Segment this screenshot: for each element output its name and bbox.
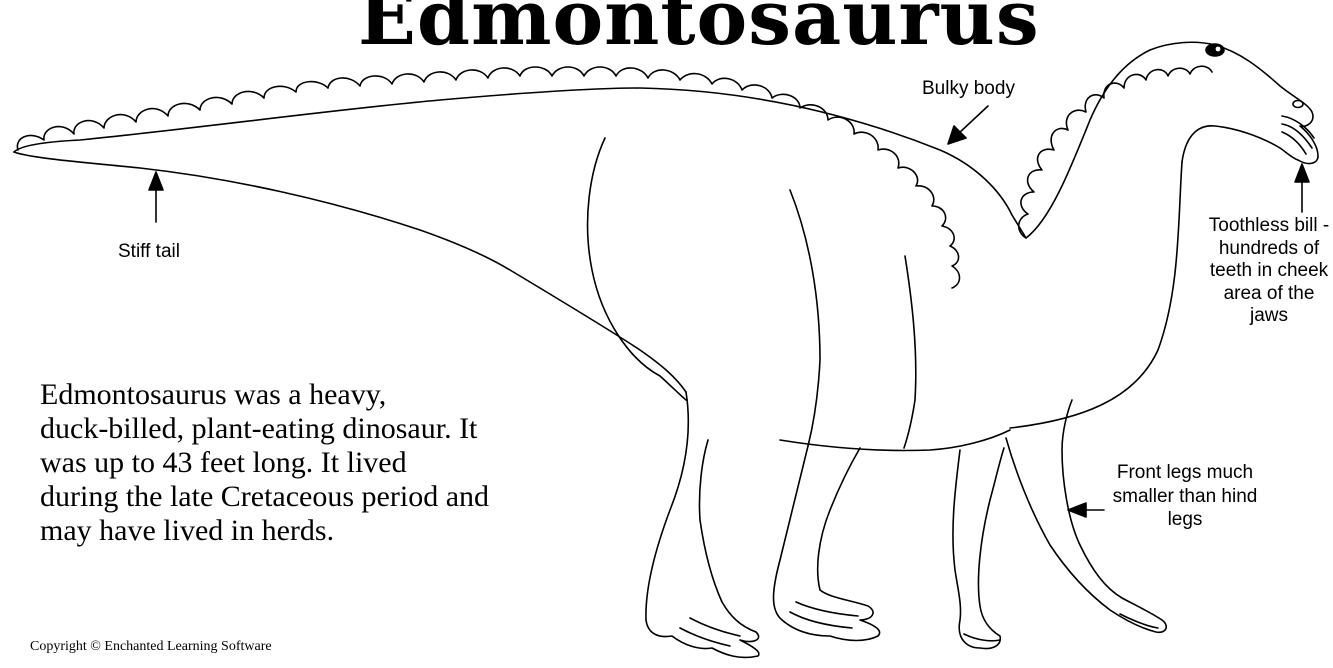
arrow-bill xyxy=(1295,164,1309,212)
head-outline xyxy=(1182,45,1318,163)
label-stiff-tail: Stiff tail xyxy=(118,240,180,263)
thigh-back xyxy=(790,190,820,446)
belly-line xyxy=(780,430,1010,451)
toe-line xyxy=(796,602,858,616)
toe-line xyxy=(964,634,1000,641)
copyright-notice: Copyright © Enchanted Learning Software xyxy=(30,638,272,656)
chest-line xyxy=(1010,162,1182,428)
nostril xyxy=(1293,101,1303,108)
body-outline-top xyxy=(14,42,1215,238)
label-toothless-bill: Toothless bill - hundreds of teeth in ch… xyxy=(1206,215,1332,328)
label-bulky-body: Bulky body xyxy=(922,77,1015,100)
arrow-legs xyxy=(1068,503,1104,517)
inner-thigh xyxy=(904,256,916,448)
eye xyxy=(1206,44,1224,56)
arrow-tail xyxy=(149,172,163,222)
front-leg-far xyxy=(953,448,1004,649)
toe-line xyxy=(690,618,740,636)
label-front-legs: Front legs much smaller than hind legs xyxy=(1100,461,1270,532)
tail-underside xyxy=(14,152,686,392)
hind-thigh xyxy=(588,138,686,400)
page-title: Edmontosaurus xyxy=(358,0,878,64)
arrow-body xyxy=(948,106,988,144)
description-text: Edmontosaurus was a heavy, duck-billed, … xyxy=(40,378,680,548)
